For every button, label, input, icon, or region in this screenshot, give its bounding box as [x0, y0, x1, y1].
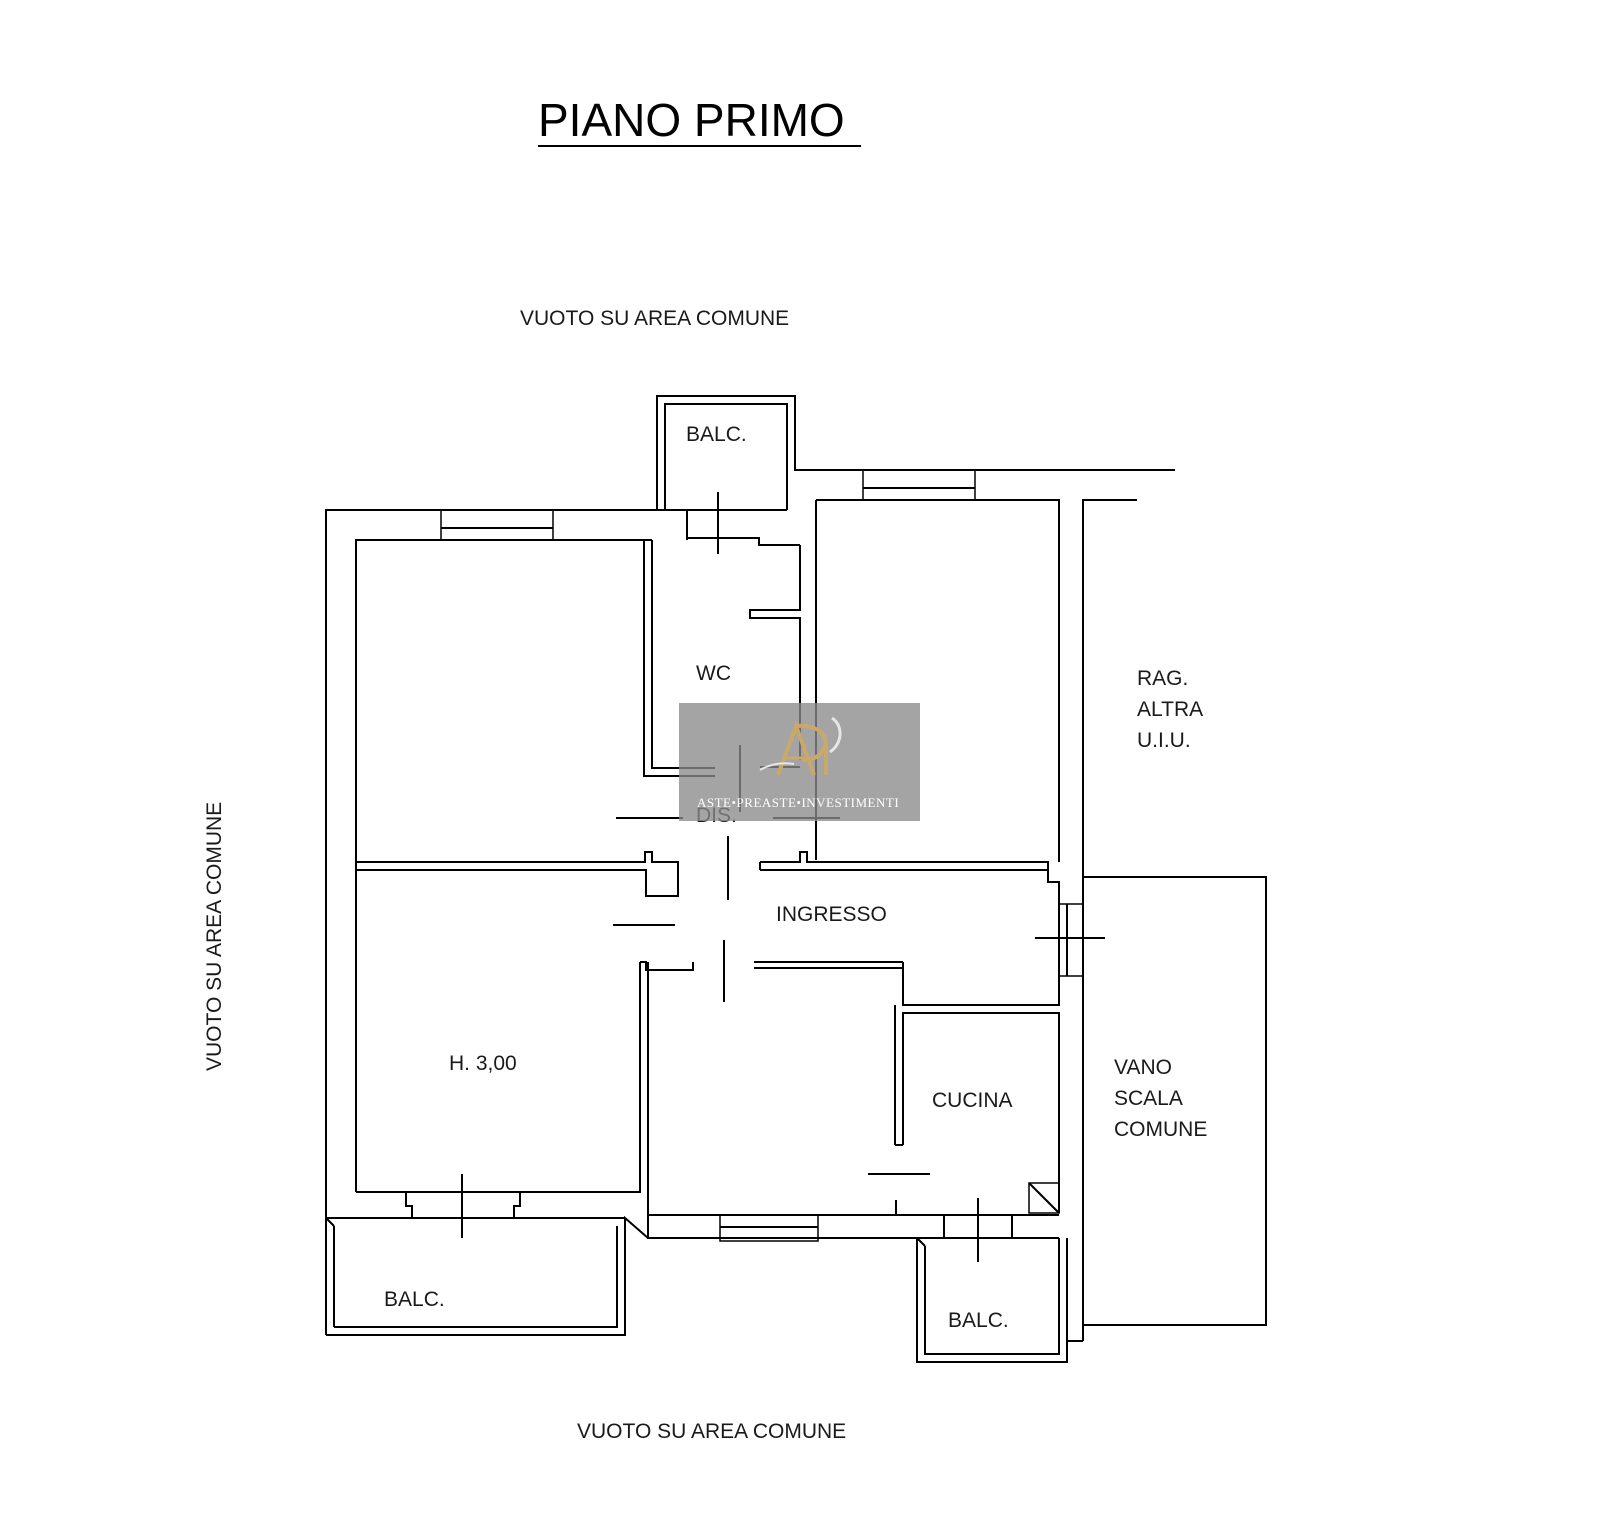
watermark-text: ASTE•PREASTE•INVESTIMENTI	[697, 795, 899, 810]
void-top-label: VUOTO SU AREA COMUNE	[520, 307, 789, 330]
rag-label-line2: ALTRA	[1137, 698, 1203, 721]
cucina-label: CUCINA	[932, 1089, 1013, 1112]
rag-label-line1: RAG.	[1137, 667, 1188, 690]
plan-title: PIANO PRIMO	[538, 94, 845, 146]
cucina-walls	[647, 1005, 1060, 1262]
watermark-background	[679, 703, 920, 821]
balc-bottom-right-label: BALC.	[948, 1309, 1009, 1332]
void-bottom-label: VUOTO SU AREA COMUNE	[577, 1420, 846, 1443]
balc-bottom-left-label: BALC.	[384, 1288, 445, 1311]
balcony-bottom-left	[325, 1174, 649, 1336]
ingresso-label: INGRESSO	[776, 903, 887, 926]
left-rooms-walls	[355, 851, 694, 1215]
vano-label-line2: SCALA	[1114, 1087, 1183, 1110]
vano-label-line3: COMUNE	[1114, 1118, 1207, 1141]
balcony-bottom-right	[916, 1237, 1083, 1363]
vano-label-line1: VANO	[1114, 1056, 1172, 1079]
void-left-label: VUOTO SU AREA COMUNE	[203, 802, 226, 1071]
outer-walls	[325, 395, 1267, 1341]
watermark-logo-icon	[759, 716, 842, 776]
wc-label: WC	[696, 662, 731, 685]
balc-top-label: BALC.	[686, 423, 747, 446]
height-label: H. 3,00	[449, 1052, 517, 1075]
rag-label-line3: U.I.U.	[1137, 729, 1191, 752]
balcony-door-top	[686, 492, 800, 554]
watermark: ASTE•PREASTE•INVESTIMENTI	[679, 703, 920, 821]
ingresso-walls	[754, 851, 1105, 1006]
